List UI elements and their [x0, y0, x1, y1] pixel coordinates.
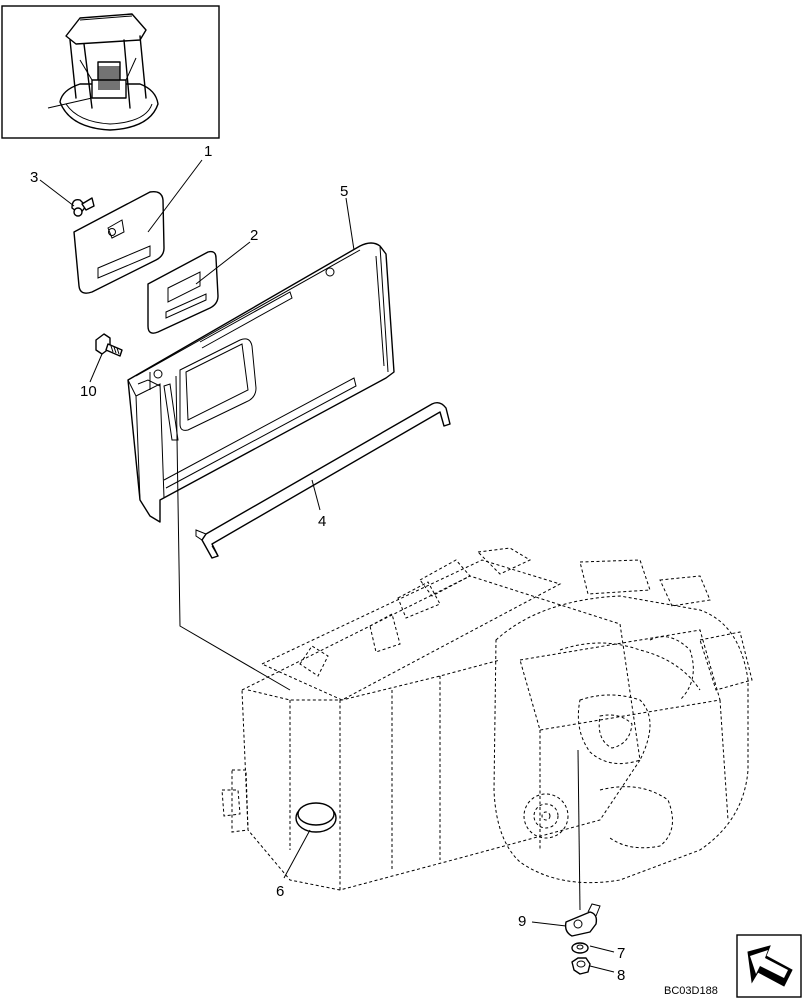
part-2-cover-plate	[147, 250, 219, 334]
leader-7	[589, 945, 615, 953]
machine-frame-ghost	[221, 547, 753, 891]
callout-4: 4	[318, 513, 326, 530]
part-5-main-panel	[127, 242, 395, 523]
part-7-washer	[571, 942, 589, 954]
callout-5: 5	[340, 183, 348, 200]
callout-7: 7	[617, 945, 625, 962]
leader-3	[39, 179, 75, 207]
machine-overview-sketch	[47, 13, 159, 131]
callout-2: 2	[250, 227, 258, 244]
drawing-code: BC03D188	[664, 985, 718, 997]
part-8-nut	[571, 957, 591, 975]
leader-6	[283, 829, 311, 879]
callout-9: 9	[518, 913, 526, 930]
callout-3: 3	[30, 169, 38, 186]
leader-10	[89, 353, 103, 383]
orientation-arrow-icon	[736, 934, 802, 998]
callout-6: 6	[276, 883, 284, 900]
callout-10: 10	[80, 383, 97, 400]
locator-inset	[1, 5, 220, 139]
part-9-clamp	[564, 903, 601, 937]
part-1-access-panel	[73, 190, 165, 294]
leader-5	[345, 197, 355, 251]
part-3-fastener	[71, 197, 95, 217]
callout-leaders	[39, 159, 615, 973]
part-4-rod	[195, 401, 451, 559]
part-10-bolt	[95, 333, 123, 357]
leader-8	[589, 965, 615, 973]
callout-8: 8	[617, 967, 625, 984]
leader-1	[147, 159, 203, 233]
leader-4	[311, 479, 321, 511]
callout-1: 1	[204, 143, 212, 160]
leader-10-to-frame	[175, 375, 291, 691]
leader-engine-to-clamp	[577, 749, 581, 911]
leader-9	[531, 921, 567, 927]
part-6-plug	[295, 802, 337, 833]
leader-2	[195, 241, 251, 285]
callout-labels: 1 2 3 4 5 6 7 8 9 10	[30, 143, 625, 984]
